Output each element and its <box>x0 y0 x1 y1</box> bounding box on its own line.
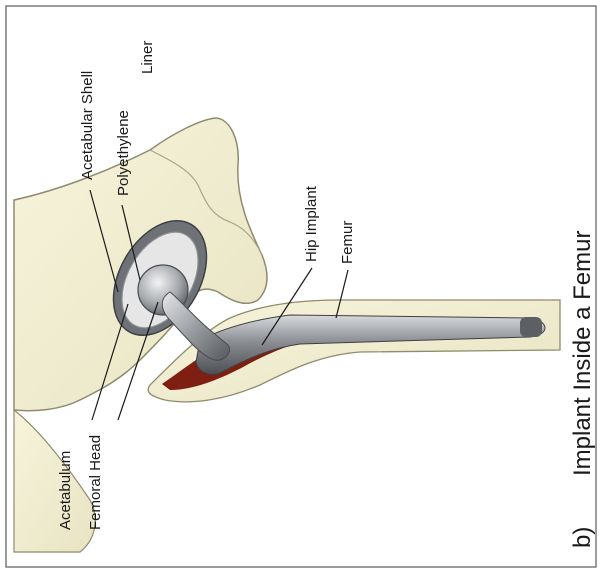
label-femoral-head: Femoral Head <box>87 435 104 530</box>
label-hip-implant: Hip Implant <box>303 185 320 262</box>
label-polyethylene: Polyethylene <box>115 110 132 196</box>
stem-tip <box>520 317 542 337</box>
label-femur: Femur <box>339 221 356 264</box>
label-acetabulum: Acetabulum <box>57 451 74 530</box>
label-acetabular-shell: Acetabular Shell <box>79 71 96 180</box>
panel-letter: b) <box>569 527 596 548</box>
figure-caption: Implant Inside a Femur <box>569 231 596 476</box>
label-liner: Liner <box>139 41 156 74</box>
